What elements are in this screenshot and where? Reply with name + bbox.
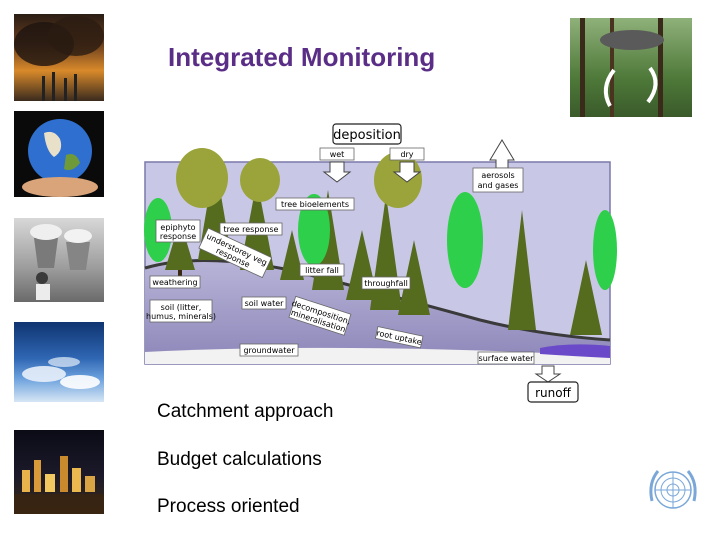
green-trees <box>144 192 617 290</box>
label-soil-1: soil (litter, <box>161 303 202 312</box>
label-epiphyto-1: epiphyto <box>160 223 195 232</box>
bullet-catchment: Catchment approach <box>157 401 334 422</box>
label-soil-2: humus, minerals) <box>146 312 216 321</box>
label-deposition: deposition <box>333 128 401 143</box>
surface-water <box>540 344 610 358</box>
label-runoff: runoff <box>535 386 571 400</box>
label-aerosols-1: aerosols <box>481 171 514 180</box>
label-epiphyto-2: response <box>160 232 196 241</box>
label-groundwater: groundwater <box>243 346 295 355</box>
label-tree-bioelements: tree bioelements <box>281 200 349 209</box>
page-title: Integrated Monitoring <box>168 42 436 72</box>
label-tree-response: tree response <box>224 225 279 234</box>
un-emblem-icon <box>649 470 697 509</box>
label-dry: dry <box>400 150 413 159</box>
sky-clouds-photo <box>14 322 104 402</box>
label-throughfall: throughfall <box>364 279 408 288</box>
industrial-smoke-photo <box>14 14 104 101</box>
label-soil-water: soil water <box>245 299 285 308</box>
label-wet: wet <box>330 150 345 159</box>
ecosystem-diagram: deposition wet dry aerosols and gases tr… <box>144 123 617 403</box>
bullet-process: Process oriented <box>157 496 300 517</box>
label-surface-water: surface water <box>479 354 535 363</box>
earth-in-hands-photo <box>14 111 104 197</box>
label-litter-fall: litter fall <box>305 266 339 275</box>
bullet-budget: Budget calculations <box>157 449 322 470</box>
city-night-photo <box>14 430 104 514</box>
label-aerosols-2: and gases <box>478 181 519 190</box>
soil-layer <box>145 260 610 364</box>
forest-cycle-photo <box>570 18 692 117</box>
child-and-cooling-towers-photo <box>14 218 104 302</box>
label-weathering: weathering <box>152 278 197 287</box>
